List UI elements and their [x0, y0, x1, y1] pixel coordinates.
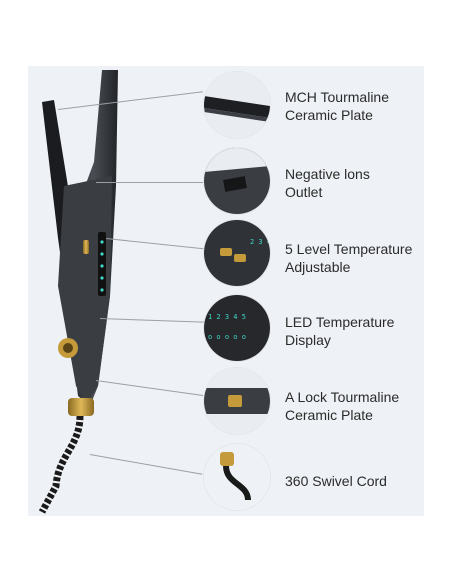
feature-label-line: MCH Tourmaline: [285, 89, 389, 105]
feature-label-6: 360 Swivel Cord: [285, 472, 435, 490]
feature-label-line: Negative lons: [285, 166, 370, 182]
feature-label-1: MCH Tourmaline Ceramic Plate: [285, 88, 435, 124]
lock-button-icon: [204, 368, 270, 434]
feature-label-line: Ceramic Plate: [285, 407, 373, 423]
callout-line-2: [96, 182, 204, 183]
feature-label-5: A Lock Tourmaline Ceramic Plate: [285, 388, 435, 424]
svg-text:2 3 4: 2 3 4: [250, 238, 270, 246]
feature-label-4: LED Temperature Display: [285, 313, 435, 349]
feature-label-line: 5 Level Temperature: [285, 241, 413, 257]
feature-label-line: Display: [285, 332, 331, 348]
feature-label-line: Outlet: [285, 184, 323, 200]
feature-label-line: Adjustable: [285, 259, 351, 275]
led-display-icon: 1 2 3 4 5 o o o o o: [204, 295, 270, 361]
feature-label-line: 360 Swivel Cord: [285, 473, 387, 489]
feature-label-line: A Lock Tourmaline: [285, 389, 400, 405]
feature-label-2: Negative lons Outlet: [285, 165, 435, 201]
feature-label-line: LED Temperature: [285, 314, 395, 330]
svg-text:o o o o o: o o o o o: [208, 333, 246, 341]
svg-text:1 2 3 4 5: 1 2 3 4 5: [208, 313, 246, 321]
ion-outlet-icon: [204, 148, 270, 214]
hair-straightener-image: [38, 70, 118, 514]
swivel-cord-icon: [204, 444, 270, 510]
plate-closeup-icon: [204, 72, 270, 138]
temperature-buttons-icon: 2 3 4: [204, 220, 270, 286]
feature-label-3: 5 Level Temperature Adjustable: [285, 240, 435, 276]
feature-label-line: Ceramic Plate: [285, 107, 373, 123]
